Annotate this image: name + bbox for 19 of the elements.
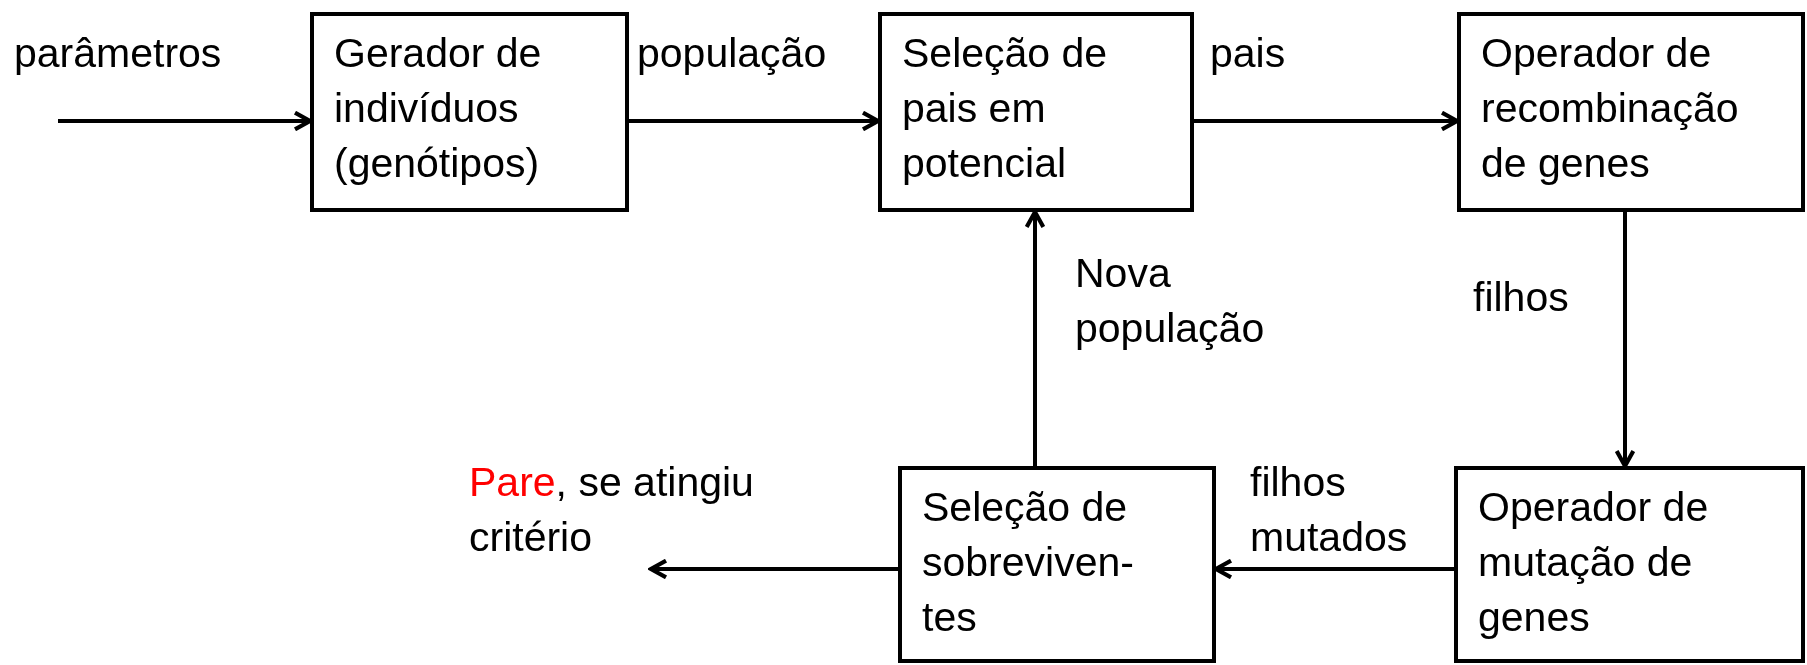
box-label: Seleção de pais em potencial [902,29,1109,188]
process-box [310,12,629,212]
process-box [1457,12,1805,212]
edge-label: pais [1210,29,1286,78]
edge-label: população [637,29,827,78]
process-box [898,466,1216,663]
edge-label: parâmetros [14,29,222,78]
box-label: Operador de recombinação de genes [1481,29,1740,188]
edge-label: Nova população [1075,249,1266,353]
process-box [878,12,1194,212]
edge-label: filhos [1473,273,1569,322]
arrow [648,558,898,580]
box-label: Seleção de sobreviven-tes [922,483,1132,642]
arrow [1614,212,1636,469]
box-label: Gerador de indivíduos (genótipos) [334,29,543,188]
process-box [1454,466,1805,663]
edge-label: filhos mutados [1250,458,1409,562]
edge-label: Pare, se atingiu critério [469,458,755,562]
box-label: Operador de mutação de genes [1478,483,1710,642]
